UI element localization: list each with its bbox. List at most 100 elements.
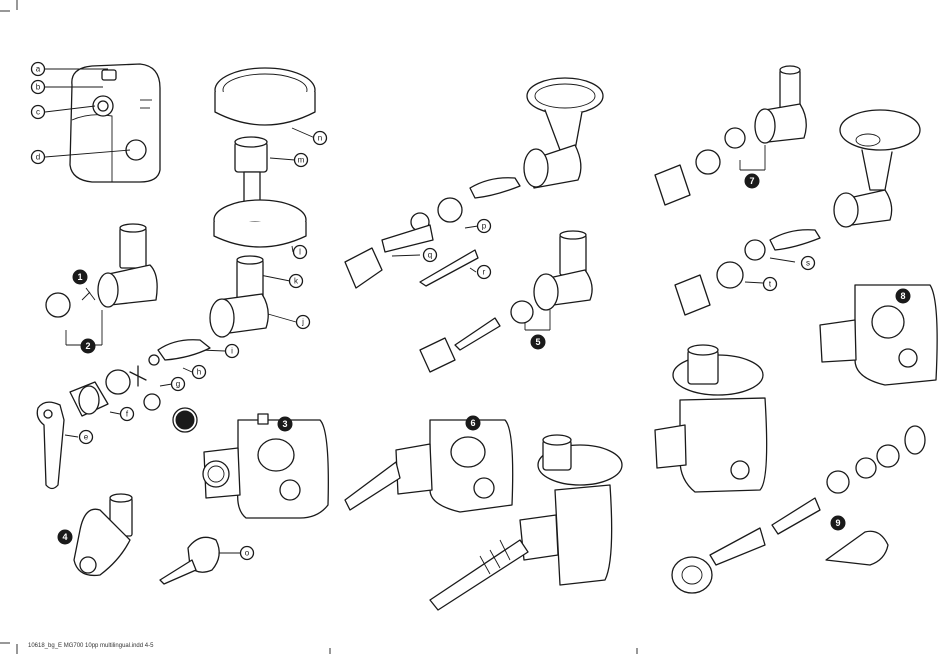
callout-letter-q: q: [428, 251, 432, 260]
callout-s: s: [800, 255, 816, 271]
step-number-1: 1: [77, 272, 82, 282]
callout-circle: [295, 314, 311, 330]
callout-j: j: [295, 314, 311, 330]
callout-letter-t: t: [769, 280, 772, 289]
callout-letter-p: p: [482, 222, 487, 231]
step-badge-3: 3: [277, 416, 293, 432]
callout-circle: [30, 149, 46, 165]
callout-q: q: [422, 247, 438, 263]
step-badge-1: 1: [72, 269, 88, 285]
callout-a: a: [30, 61, 46, 77]
callout-circle: [191, 364, 207, 380]
callout-circle: [292, 244, 308, 260]
sausage-kit-illustration: [344, 77, 604, 289]
callout-letter-o: o: [245, 549, 250, 558]
step-number-5: 5: [535, 337, 540, 347]
callout-circle: [170, 376, 186, 392]
callout-o: o: [239, 545, 255, 561]
step-badge-5: 5: [530, 334, 546, 350]
callout-r: r: [476, 264, 492, 280]
step-badge-4: 4: [57, 529, 73, 545]
step-badge-6: 6: [465, 415, 481, 431]
callout-circle: [30, 104, 46, 120]
callout-m: m: [293, 152, 309, 168]
callout-h: h: [191, 364, 207, 380]
step-number-2: 2: [85, 341, 90, 351]
callout-n: n: [312, 130, 328, 146]
step-badge-circle: [830, 515, 846, 531]
callout-circle: [239, 545, 255, 561]
callout-letter-c: c: [36, 108, 40, 117]
kibbe-kit-middle-illustration: [674, 109, 921, 316]
callout-circle: [78, 429, 94, 445]
callout-d: d: [30, 149, 46, 165]
callout-letter-m: m: [298, 156, 305, 165]
callout-letter-l: l: [299, 248, 301, 257]
callout-circle: [476, 218, 492, 234]
callout-letter-i: i: [231, 347, 233, 356]
callout-letter-g: g: [176, 380, 180, 389]
step-number-3: 3: [282, 419, 287, 429]
callout-circle: [119, 406, 135, 422]
callout-k: k: [288, 273, 304, 289]
step-badge-circle: [895, 288, 911, 304]
kibbe-attachment-illustration: [73, 493, 220, 585]
callout-letter-s: s: [806, 259, 810, 268]
step-badge-circle: [57, 529, 73, 545]
callout-circle: [288, 273, 304, 289]
callout-letter-k: k: [294, 277, 299, 286]
step-badge-9: 9: [830, 515, 846, 531]
motor-unit-illustration: [69, 63, 161, 183]
callout-f: f: [119, 406, 135, 422]
step-number-6: 6: [470, 418, 475, 428]
callout-letter-a: a: [36, 65, 41, 74]
step-badge-circle: [277, 416, 293, 432]
callout-circle: [30, 61, 46, 77]
step-badge-circle: [530, 334, 546, 350]
callout-c: c: [30, 104, 46, 120]
callout-circle: [312, 130, 328, 146]
step-badges: 1 2 3 4 5 6 7 8 9: [57, 173, 911, 545]
callout-p: p: [476, 218, 492, 234]
assembled-grinder-illustration: [202, 413, 329, 519]
callout-l: l: [292, 244, 308, 260]
step-badge-2: 2: [80, 338, 96, 354]
step-number-7: 7: [749, 176, 754, 186]
callout-circle: [224, 343, 240, 359]
callout-letter-d: d: [36, 153, 40, 162]
print-footer: 10618_bg_E MG700 10pp multilingual.indd …: [28, 643, 154, 649]
callout-letter-n: n: [318, 134, 322, 143]
callout-letter-r: r: [483, 268, 486, 277]
feed-tray-illustration: [213, 67, 316, 248]
sausage-step6-illustration: [344, 419, 514, 513]
callout-circle: [476, 264, 492, 280]
callout-e: e: [78, 429, 94, 445]
callout-b: b: [30, 79, 46, 95]
sausage-with-casing-illustration: [429, 434, 623, 611]
step-badge-circle: [744, 173, 760, 189]
callout-letter-j: j: [301, 318, 304, 327]
sausage-kit-step5-illustration: [419, 230, 593, 373]
callout-circle: [800, 255, 816, 271]
grinder-head-illustration: [45, 223, 158, 346]
kibbe-kit-step9-illustration: [671, 425, 926, 594]
tray-leaders: [64, 127, 316, 554]
callout-circle: [762, 276, 778, 292]
kibbe-kit-step8-illustration: [819, 284, 938, 386]
callout-t: t: [762, 276, 778, 292]
kibbe-kit-top-illustration: [654, 65, 807, 206]
step-number-4: 4: [62, 532, 67, 542]
step-badge-circle: [465, 415, 481, 431]
callout-letter-e: e: [84, 433, 89, 442]
callout-letter-h: h: [197, 368, 201, 377]
callout-g: g: [170, 376, 186, 392]
callout-letter-f: f: [126, 410, 129, 419]
step-badge-circle: [72, 269, 88, 285]
callout-i: i: [224, 343, 240, 359]
crop-marks: [0, 0, 638, 654]
label-leaders: [44, 68, 131, 158]
letter-labels: ab c d n m l k j i h g f e o p q r s t: [30, 61, 816, 561]
step-badge-8: 8: [895, 288, 911, 304]
grinder-exploded-illustration: [36, 255, 269, 490]
callout-circle: [30, 79, 46, 95]
